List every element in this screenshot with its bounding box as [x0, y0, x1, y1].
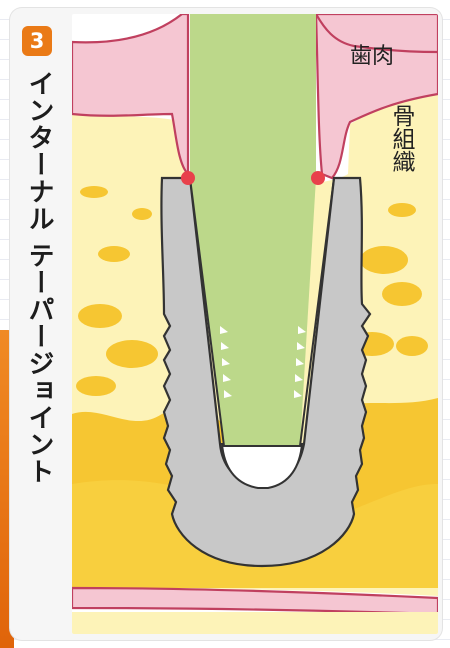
implant-cavity — [220, 442, 304, 489]
step-number-badge: 3 — [22, 26, 52, 56]
bone-marrow-patch — [360, 246, 408, 274]
bone-marrow-patch — [76, 376, 116, 396]
bone-label: 骨組織 — [388, 104, 414, 173]
abutment — [190, 14, 316, 446]
lower-gum-band — [72, 586, 438, 616]
lower-bone-strip — [72, 612, 438, 634]
bone-marrow-patch — [396, 336, 428, 356]
contact-point-right — [311, 171, 325, 185]
implant-cross-section — [72, 14, 438, 634]
bone-marrow-patch — [98, 246, 130, 262]
contact-point-left — [181, 171, 195, 185]
bone-marrow-patch — [78, 304, 122, 328]
gum-outline — [315, 14, 438, 54]
bone-marrow-patch — [132, 208, 152, 220]
bone-marrow-patch — [106, 340, 158, 368]
diagram-title: インターナル テーパージョイント — [24, 70, 54, 486]
internal-threads — [220, 326, 306, 398]
gum-tissue — [314, 14, 438, 180]
bone-marrow-patch — [388, 203, 416, 217]
abutment-edge — [189, 177, 335, 447]
bone-marrow-patch — [80, 186, 108, 198]
gum-label: 歯肉 — [350, 44, 395, 69]
gum-tissue — [72, 14, 190, 177]
bone-marrow-patch — [382, 282, 422, 306]
